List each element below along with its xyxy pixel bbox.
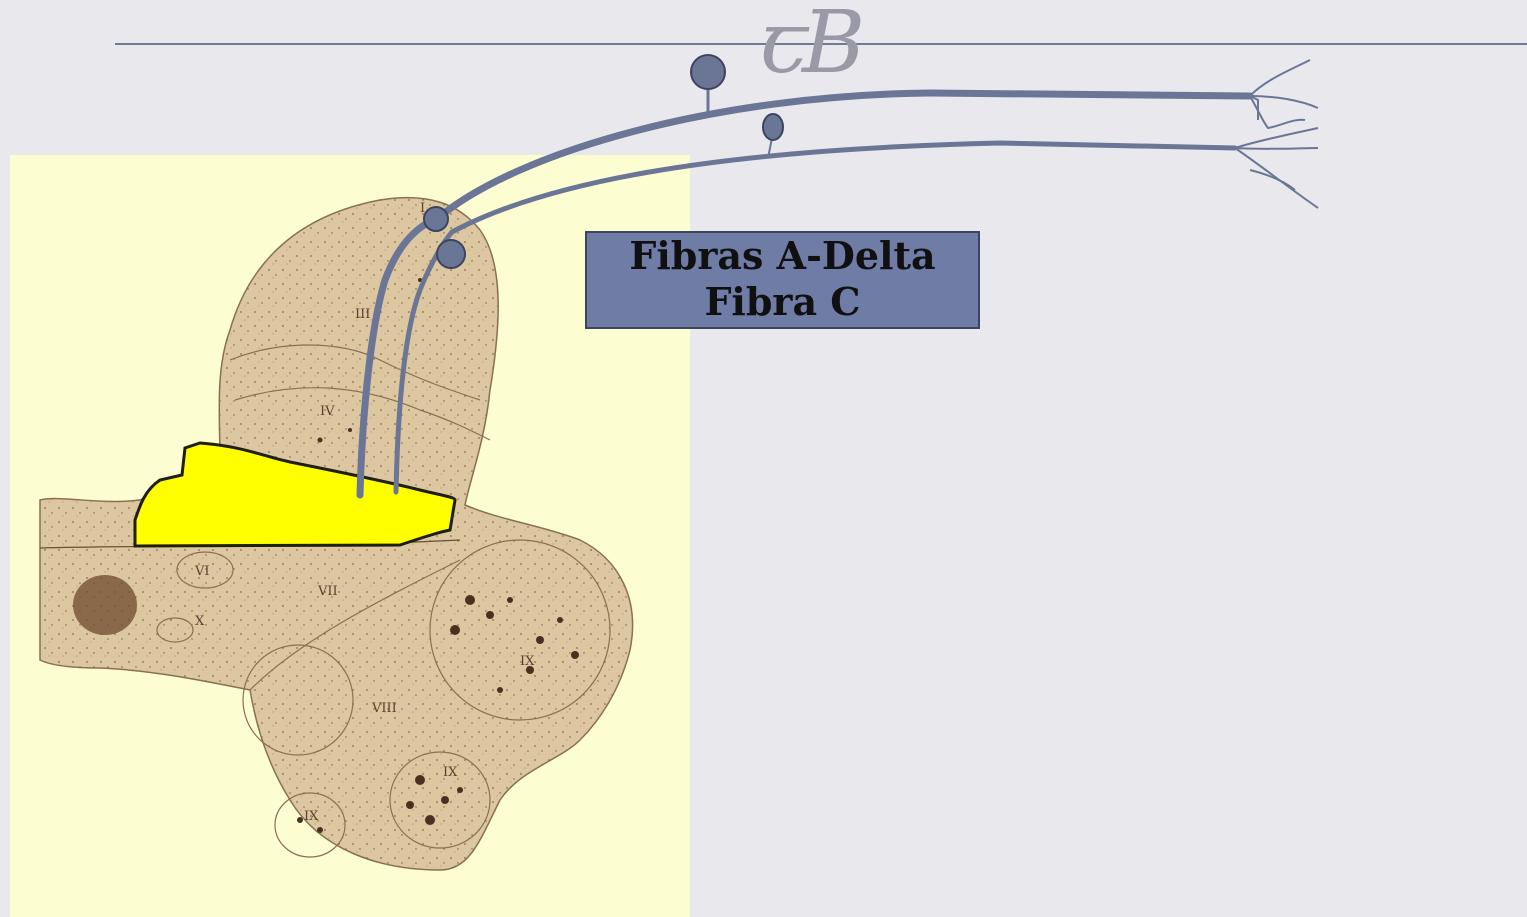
lamina-label-i: I [420, 201, 425, 216]
free-nerve-endings [1235, 60, 1318, 208]
lamina-label-vi: VI [194, 564, 210, 579]
fiber-label-a-delta: Fibras A-Delta [587, 233, 978, 279]
lamina-label-vii: VII [317, 584, 338, 599]
lamina-label-ix-a: IX [520, 654, 535, 669]
dorsal-horn-cell [424, 207, 448, 231]
fiber-label-box: Fibras A-Delta Fibra C [585, 231, 980, 329]
fiber-label-c: Fibra C [587, 279, 978, 325]
ganglion-cell [763, 114, 783, 140]
dorsal-horn-cell [437, 240, 465, 268]
lamina-label-viii: VIII [371, 701, 397, 716]
lamina-label-iii: III [355, 307, 370, 322]
ganglion-cell [691, 55, 725, 89]
central-canal [73, 575, 137, 635]
lamina-label-x: X [195, 614, 205, 629]
lamina-label-ix-c: IX [304, 809, 319, 824]
lamina-label-ix-b: IX [443, 765, 458, 780]
lamina-label-iv: IV [320, 404, 335, 419]
